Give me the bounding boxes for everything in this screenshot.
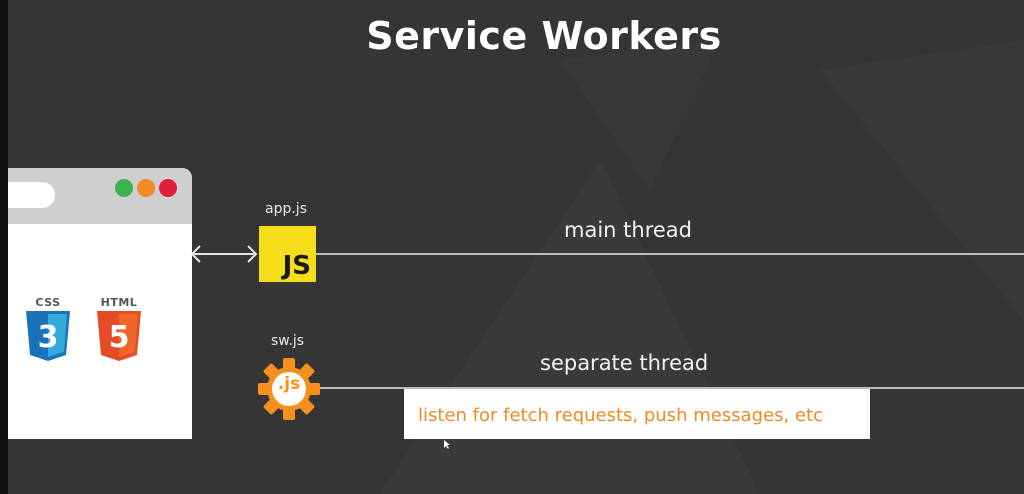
minimize-dot-icon (137, 179, 155, 197)
js-logo-text: JS (282, 251, 311, 281)
html5-icon: HTML 5 (95, 296, 143, 365)
browser-toolbar (8, 168, 192, 224)
javascript-logo-icon: JS (259, 226, 316, 282)
app-js-label: app.js (265, 201, 307, 217)
css-number: 3 (38, 320, 59, 355)
service-worker-note-text: listen for fetch requests, push messages… (418, 405, 823, 426)
bidirectional-arrow-icon (190, 245, 258, 263)
browser-window: CSS 3 HTML 5 (8, 168, 192, 439)
gear-icon (258, 358, 320, 420)
separate-thread-label: separate thread (540, 351, 709, 375)
main-thread-line (316, 253, 1024, 255)
css-label: CSS (35, 296, 61, 309)
close-dot-icon (159, 179, 177, 197)
address-bar (8, 182, 55, 208)
separate-thread-line (320, 387, 1024, 389)
css3-icon: CSS 3 (24, 296, 72, 365)
left-edge (0, 0, 8, 494)
service-worker-note: listen for fetch requests, push messages… (404, 389, 870, 439)
html-label: HTML (100, 296, 138, 309)
main-thread-label: main thread (564, 218, 692, 242)
sw-logo-text: .js (277, 374, 301, 394)
html-number: 5 (109, 320, 130, 355)
sw-js-label: sw.js (271, 333, 305, 349)
page-title: Service Workers (366, 14, 722, 58)
mouse-cursor-icon (444, 440, 450, 449)
maximize-dot-icon (115, 179, 133, 197)
